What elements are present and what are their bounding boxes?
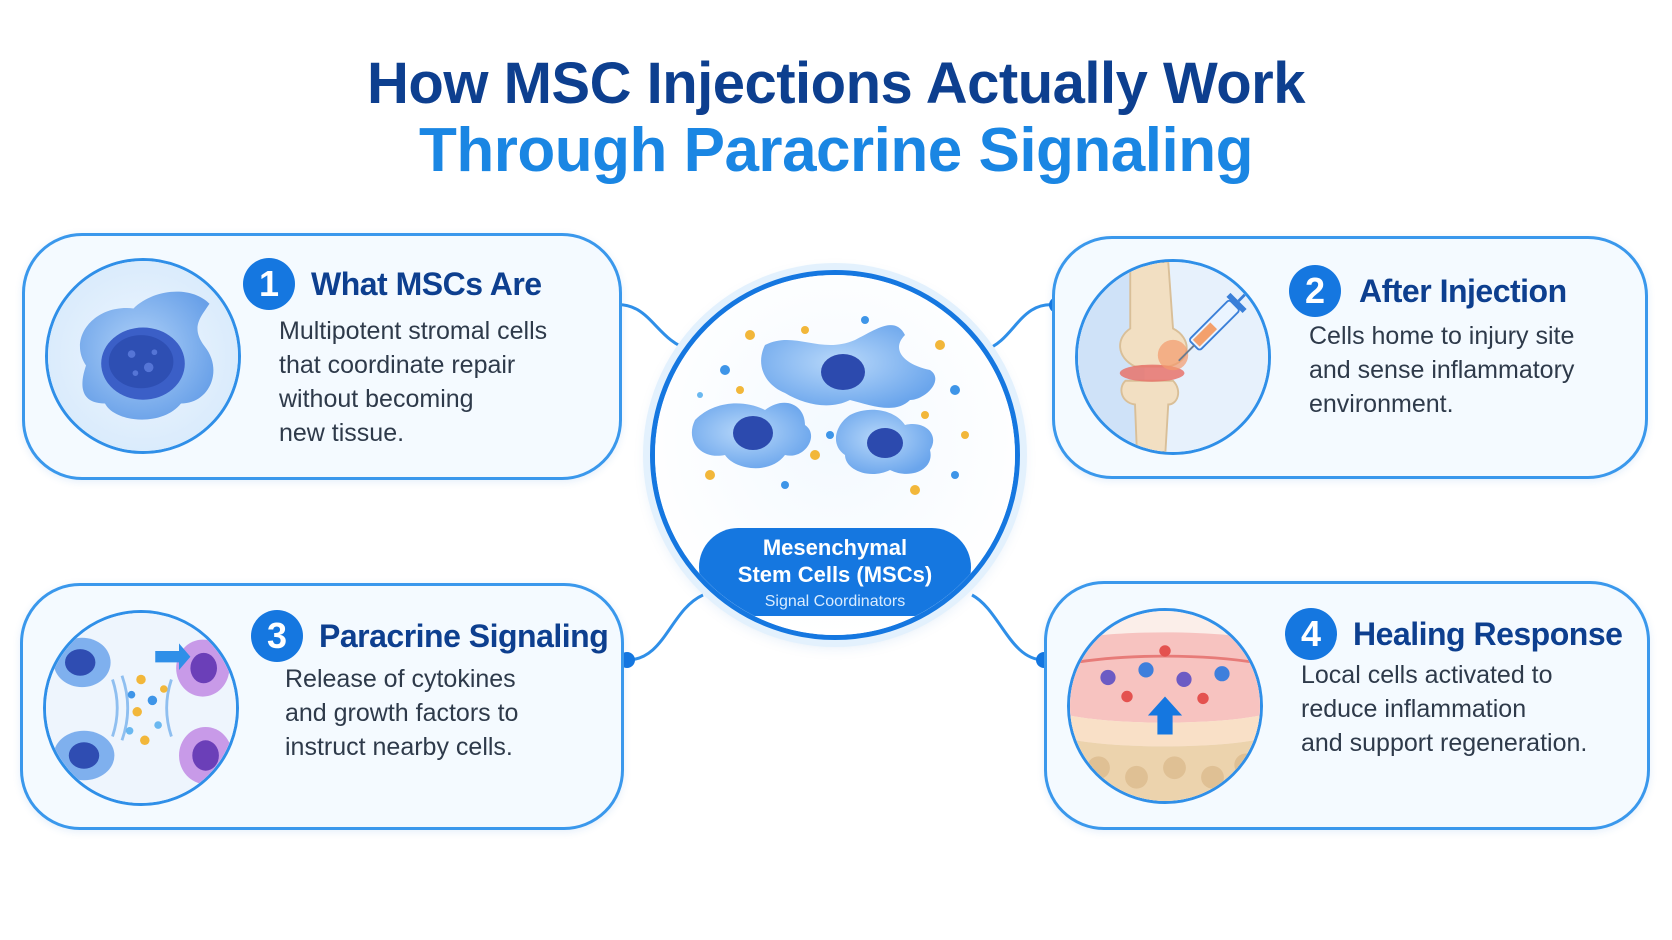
msc-cell-illustration	[45, 258, 241, 454]
card-1-heading: What MSCs Are	[311, 266, 542, 302]
card-1-description: Multipotent stromal cells that coordinat…	[279, 314, 547, 450]
hub-title-line-2: Stem Cells (MSCs)	[737, 562, 933, 587]
card-1-line: without becoming	[279, 385, 474, 413]
signaling-cells-illustration	[43, 610, 239, 806]
card-what-mscs-are: 1 What MSCs Are Multipotent stromal cell…	[22, 233, 622, 480]
main-subtitle: Through Paracrine Signaling	[419, 116, 1253, 185]
card-paracrine-signaling: 3 Paracrine Signaling Release of cytokin…	[20, 583, 624, 830]
card-3-line: Release of cytokines	[285, 665, 516, 693]
card-3-heading: Paracrine Signaling	[319, 618, 609, 654]
card-2-heading: After Injection	[1359, 273, 1567, 309]
main-title: How MSC Injections Actually Work	[367, 51, 1305, 116]
card-4-heading: Healing Response	[1353, 616, 1623, 652]
step-2-badge: 2	[1289, 265, 1341, 317]
card-1-line: that coordinate repair	[279, 351, 516, 379]
step-1-badge: 1	[243, 258, 295, 310]
knee-injection-illustration	[1075, 259, 1271, 455]
card-4-line: Local cells activated to	[1301, 661, 1553, 689]
card-3-line: instruct nearby cells.	[285, 733, 513, 761]
card-3-description: Release of cytokines and growth factors …	[285, 662, 518, 764]
card-1-line: Multipotent stromal cells	[279, 317, 548, 345]
card-4-description: Local cells activated to reduce inflamma…	[1301, 658, 1587, 760]
card-2-description: Cells home to injury site and sense infl…	[1309, 319, 1574, 421]
card-2-line: and sense inflammatory	[1309, 356, 1575, 384]
hub-title-line-1: Mesenchymal	[762, 535, 908, 560]
tissue-healing-illustration	[1067, 608, 1263, 804]
card-4-line: reduce inflammation	[1301, 695, 1527, 723]
card-after-injection: 2 After Injection Cells home to injury s…	[1052, 236, 1648, 479]
step-4-badge: 4	[1285, 608, 1337, 660]
hub-subtitle: Signal Coordinators	[764, 593, 906, 610]
card-healing-response: 4 Healing Response Local cells activated…	[1044, 581, 1650, 830]
hub-label: Mesenchymal Stem Cells (MSCs) Signal Coo…	[699, 528, 971, 616]
card-3-line: and growth factors to	[285, 699, 519, 727]
msc-hub: Mesenchymal Stem Cells (MSCs) Signal Coo…	[650, 270, 1020, 640]
card-2-line: environment.	[1309, 390, 1454, 418]
card-4-line: and support regeneration.	[1301, 729, 1588, 757]
card-2-line: Cells home to injury site	[1309, 322, 1575, 350]
step-3-badge: 3	[251, 610, 303, 662]
card-1-line: new tissue.	[279, 419, 405, 447]
